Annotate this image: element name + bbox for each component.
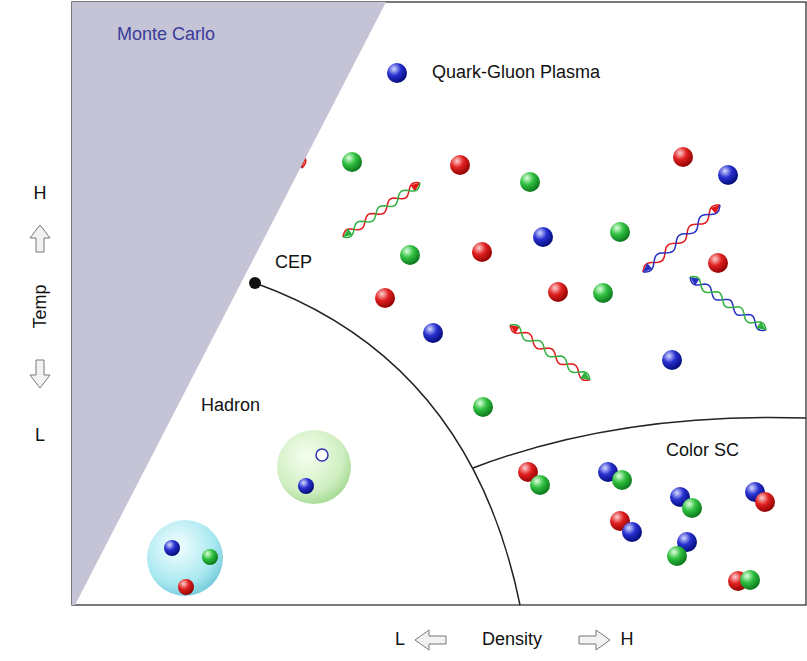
quark	[400, 245, 420, 265]
gluon-wave	[343, 183, 420, 237]
monte-carlo-region: Monte Carlo	[72, 2, 386, 605]
antiquark	[316, 449, 328, 461]
quark	[387, 63, 407, 83]
quark	[375, 288, 395, 308]
axis-arrow	[30, 360, 50, 388]
quark	[740, 570, 760, 590]
quark	[682, 498, 702, 518]
gluon-wave	[643, 205, 720, 272]
quark	[548, 282, 568, 302]
phase-label: Hadron	[201, 395, 260, 416]
quark	[673, 147, 693, 167]
meson-ball	[277, 430, 351, 504]
axis-arrow	[579, 630, 610, 650]
baryon-ball	[147, 520, 223, 596]
phase-boundary	[255, 283, 520, 605]
quark	[178, 579, 194, 595]
arrow-head	[756, 322, 766, 330]
plot-frame	[72, 2, 806, 605]
quark	[164, 540, 180, 556]
region-label: Monte Carlo	[117, 24, 215, 45]
quark	[473, 397, 493, 417]
quark	[342, 152, 362, 172]
axis-arrow	[30, 225, 50, 252]
phase-boundary	[473, 417, 806, 468]
gluon-wave	[690, 277, 766, 330]
quark	[423, 323, 443, 343]
quark	[202, 549, 218, 565]
point-label: CEP	[275, 252, 312, 273]
region-shape	[72, 2, 386, 605]
gluon-wave	[643, 205, 720, 272]
quark	[667, 546, 687, 566]
arrow-head	[643, 263, 652, 272]
axis-end: H	[621, 629, 634, 650]
critical-end-point	[249, 277, 261, 289]
axis-end: H	[34, 183, 47, 204]
axis-end: L	[35, 425, 45, 446]
quark	[472, 242, 492, 262]
quark	[593, 283, 613, 303]
gluon-wave	[343, 183, 420, 237]
quark	[450, 155, 470, 175]
region-fill	[72, 2, 386, 605]
axis-arrow	[415, 630, 446, 650]
gluon-wave	[510, 325, 590, 380]
gluon-wave	[690, 277, 766, 330]
quark	[610, 222, 630, 242]
gluon-wave	[510, 325, 590, 380]
quark	[520, 172, 540, 192]
quark	[533, 227, 553, 247]
quark	[755, 492, 775, 512]
phase-label: Color SC	[666, 440, 739, 461]
quark	[612, 470, 632, 490]
quark	[708, 253, 728, 273]
quark	[662, 350, 682, 370]
phase-label: Quark-Gluon Plasma	[432, 62, 600, 83]
quark	[298, 478, 314, 494]
axis-title: Temp	[29, 284, 50, 328]
quark	[530, 475, 550, 495]
arrow-head	[580, 372, 590, 380]
quark	[622, 522, 642, 542]
axis-title: Density	[482, 629, 542, 650]
axis-end: L	[395, 629, 405, 650]
arrow-head	[343, 229, 353, 237]
quark	[718, 165, 738, 185]
